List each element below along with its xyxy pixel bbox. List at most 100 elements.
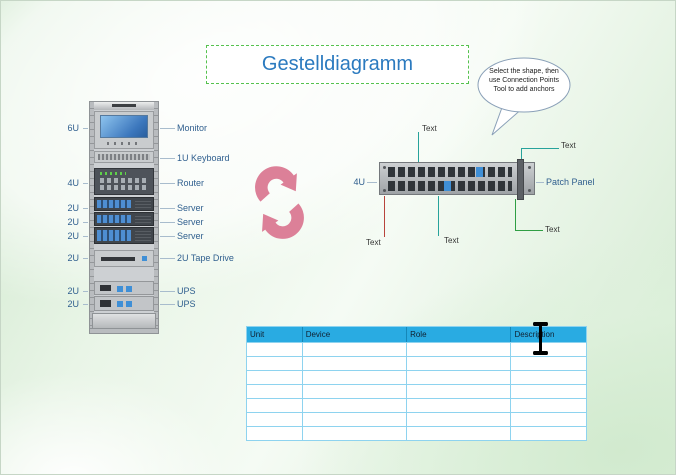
connector-label-bottom-middle[interactable]: Text	[444, 236, 459, 245]
screw-icon	[383, 166, 386, 169]
rack-device-label[interactable]: Server	[177, 203, 204, 213]
table-cell[interactable]	[407, 385, 512, 398]
patch-panel-bracket	[517, 159, 524, 200]
connector-line-top[interactable]	[418, 132, 419, 162]
table-row	[247, 384, 586, 398]
table-header-row: Unit Device Role Description	[247, 327, 586, 342]
rack-device-label[interactable]: Server	[177, 231, 204, 241]
rack-unit-label[interactable]: 2U	[67, 231, 79, 241]
table-cell[interactable]	[303, 343, 408, 356]
table-cell[interactable]	[407, 371, 512, 384]
rack-keyboard[interactable]	[94, 151, 154, 163]
connector-line-bottom-left[interactable]	[384, 196, 385, 237]
equipment-table[interactable]: Unit Device Role Description	[246, 326, 587, 441]
callout-bubble[interactable]: Select the shape, then use Connection Po…	[474, 57, 576, 143]
connector-line-right[interactable]	[515, 230, 543, 231]
table-cell[interactable]	[247, 357, 303, 370]
table-cell[interactable]	[247, 343, 303, 356]
table-cell[interactable]	[247, 371, 303, 384]
connector-label-top-right[interactable]: Text	[561, 141, 576, 150]
table-cell[interactable]	[511, 413, 586, 426]
screw-icon	[528, 189, 531, 192]
table-header-description[interactable]: Description	[514, 330, 555, 339]
rack-ups-2[interactable]	[94, 296, 154, 311]
leader-line	[160, 128, 175, 129]
table-cell[interactable]	[303, 357, 408, 370]
rack-unit-label[interactable]: 6U	[67, 123, 79, 133]
diagram-title: Gestelldiagramm	[261, 53, 414, 75]
table-cell[interactable]	[247, 385, 303, 398]
table-cell[interactable]	[511, 399, 586, 412]
rack-device-label[interactable]: 1U Keyboard	[177, 153, 230, 163]
rack-unit-label[interactable]: 4U	[67, 178, 79, 188]
text-cursor-icon	[532, 322, 549, 355]
table-cell[interactable]	[247, 427, 303, 440]
connector-line-right[interactable]	[515, 199, 516, 230]
server-grill	[135, 200, 151, 208]
table-header-unit[interactable]: Unit	[247, 327, 303, 342]
rack-device-label[interactable]: UPS	[177, 299, 196, 309]
rack-device-label[interactable]: Monitor	[177, 123, 208, 133]
rack-pedestal	[89, 328, 159, 334]
patch-panel[interactable]	[379, 159, 535, 200]
ups-button	[126, 286, 132, 292]
rack-device-label[interactable]: Server	[177, 217, 204, 227]
rack-server-1[interactable]	[94, 197, 154, 211]
table-cell[interactable]	[247, 399, 303, 412]
table-cell[interactable]	[303, 371, 408, 384]
table-cell[interactable]	[407, 427, 512, 440]
rack-server-2[interactable]	[94, 212, 154, 226]
table-cell[interactable]	[247, 413, 303, 426]
table-cell[interactable]	[303, 385, 408, 398]
table-header-device[interactable]: Device	[303, 327, 408, 342]
rack-router[interactable]	[94, 168, 154, 195]
server-grill	[135, 215, 151, 223]
rack-unit-label[interactable]: 2U	[67, 299, 79, 309]
rack-unit-label[interactable]: 2U	[67, 203, 79, 213]
table-cell[interactable]	[511, 357, 586, 370]
rack-device-label[interactable]: UPS	[177, 286, 196, 296]
recycle-arrows-icon[interactable]	[243, 157, 318, 253]
patch-panel-name-label[interactable]: Patch Panel	[546, 177, 595, 187]
rack-server-3[interactable]	[94, 227, 154, 244]
ups-button	[126, 301, 132, 307]
table-row	[247, 426, 586, 440]
rack-device-label[interactable]: Router	[177, 178, 205, 188]
table-cell[interactable]	[511, 371, 586, 384]
rack-tape-drive[interactable]	[94, 250, 154, 267]
connector-label-bottom-left[interactable]: Text	[366, 238, 381, 247]
rack-monitor[interactable]	[94, 111, 154, 149]
diagram-title-box[interactable]: Gestelldiagramm	[206, 45, 469, 84]
rack-device-label[interactable]: 2U Tape Drive	[177, 253, 234, 263]
table-cell[interactable]	[511, 427, 586, 440]
leader-line	[83, 304, 88, 305]
rack-unit-label[interactable]: 2U	[67, 286, 79, 296]
patch-panel-port-blue	[476, 167, 483, 177]
connector-label-top[interactable]: Text	[422, 124, 437, 133]
leader-line	[83, 222, 88, 223]
connector-label-right[interactable]: Text	[545, 225, 560, 234]
connector-line-top-right[interactable]	[521, 148, 559, 149]
table-cell[interactable]	[303, 399, 408, 412]
rack-rail-left	[90, 102, 94, 333]
table-cell[interactable]	[511, 385, 586, 398]
leader-line	[160, 208, 175, 209]
rack-unit-label[interactable]: 2U	[67, 217, 79, 227]
table-cell[interactable]	[407, 399, 512, 412]
table-cell[interactable]	[407, 343, 512, 356]
patch-panel-unit-label[interactable]: 4U	[353, 177, 365, 187]
connector-line-bottom-middle[interactable]	[438, 196, 439, 236]
server-rack[interactable]	[89, 101, 159, 334]
leader-line	[367, 182, 377, 183]
table-cell[interactable]	[407, 357, 512, 370]
leader-line	[83, 208, 88, 209]
connector-line-top-right[interactable]	[521, 148, 522, 159]
keyboard-keys	[98, 154, 150, 160]
table-header-role[interactable]: Role	[407, 327, 512, 342]
rack-unit-label[interactable]: 2U	[67, 253, 79, 263]
text-cursor-stem	[539, 324, 542, 353]
rack-ups-1[interactable]	[94, 281, 154, 295]
table-cell[interactable]	[303, 427, 408, 440]
table-cell[interactable]	[303, 413, 408, 426]
table-cell[interactable]	[407, 413, 512, 426]
